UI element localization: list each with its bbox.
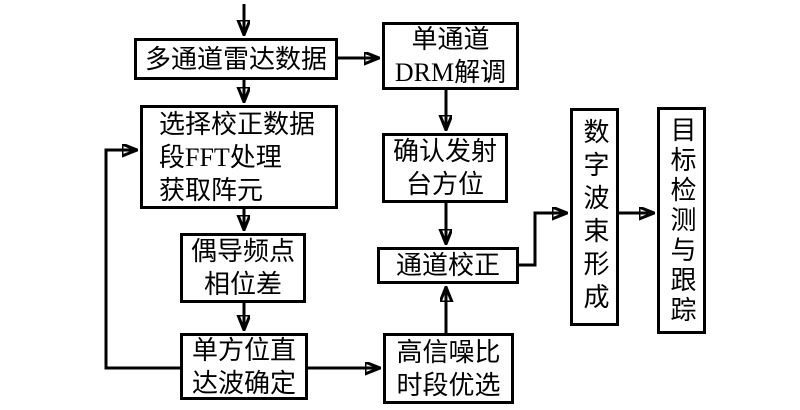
node-single-channel-drm-demod: 单通道 DRM解调 [382, 22, 519, 90]
edge-calib-to-beamforming [519, 213, 565, 267]
node-even-pilot-phase-difference: 偶导频点 相位差 [180, 233, 306, 303]
node-select-calib-segment-fft: 选择校正数据 段FFT处理 获取阵元 [140, 105, 338, 209]
node-confirm-transmitter-bearing: 确认发射 台方位 [382, 133, 508, 203]
edge-direct-to-fft-feedback [104, 150, 180, 370]
node-single-bearing-direct-wave: 单方位直 达波确定 [180, 333, 308, 400]
node-digital-beamforming: 数字波束形成 [570, 108, 619, 326]
node-target-detection-tracking: 目标检测与跟踪 [657, 107, 706, 334]
node-high-snr-period-selection: 高信噪比 时段优选 [383, 333, 514, 404]
node-channel-calibration: 通道校正 [377, 247, 519, 284]
node-multi-channel-radar-data: 多通道雷达数据 [134, 38, 338, 80]
